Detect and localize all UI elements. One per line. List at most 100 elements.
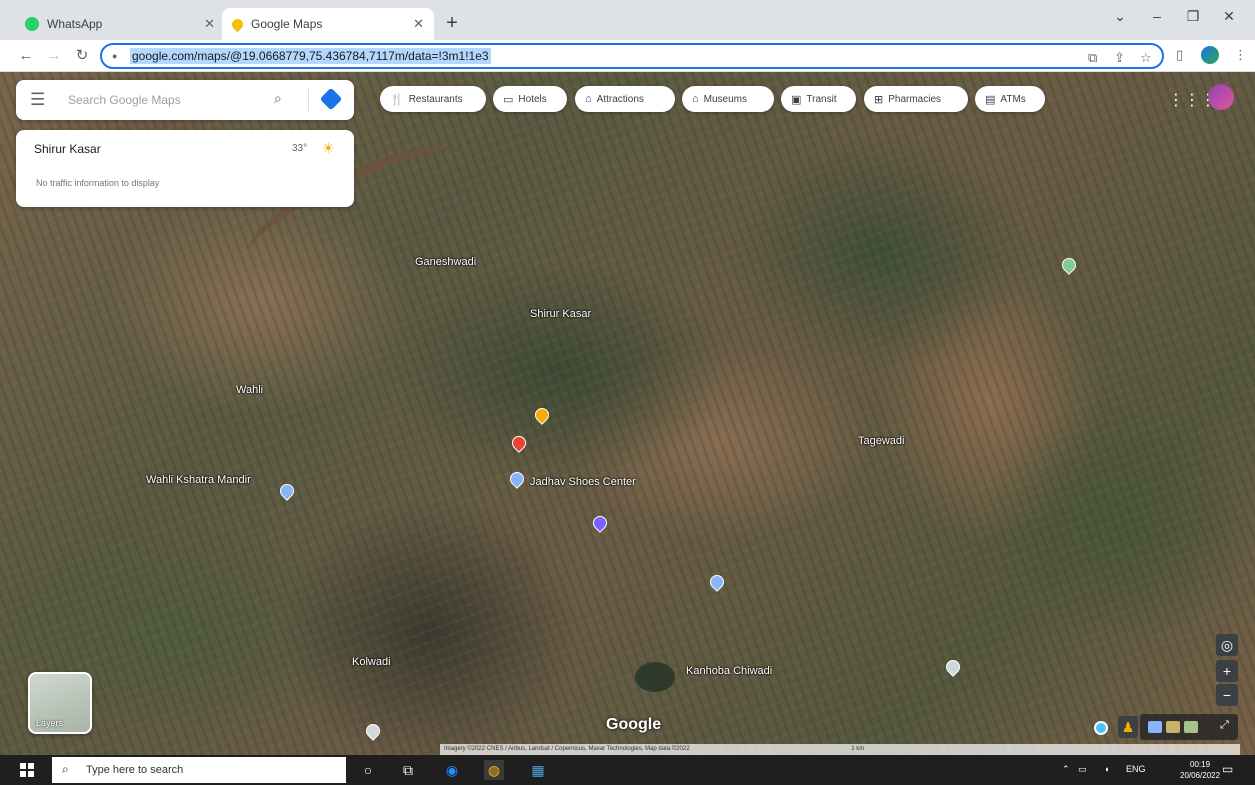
network-icon[interactable]: ▭ <box>1078 764 1087 774</box>
maps-search-box: ☰ ⌕ <box>16 80 354 120</box>
clock-time: 00:19 <box>1190 760 1211 769</box>
chrome-icon[interactable]: ◍ <box>484 760 504 780</box>
pegman-icon[interactable]: ♟ <box>1118 716 1138 738</box>
tab-search-chevron-icon[interactable]: ⌄ <box>1114 8 1126 24</box>
chip-label: Pharmacies <box>888 93 942 105</box>
map-pond <box>635 662 675 692</box>
share-icon[interactable]: ⇪ <box>1114 50 1125 65</box>
chip-label: Attractions <box>596 93 644 105</box>
account-avatar[interactable] <box>1208 84 1234 110</box>
side-panel-icon[interactable]: ▯ <box>1176 47 1184 62</box>
edge-icon[interactable]: ◉ <box>445 762 459 778</box>
chip-label: Restaurants <box>408 93 463 105</box>
chip-attractions[interactable]: ⌂Attractions <box>575 86 675 112</box>
attribution-text: Imagery ©2022 CNES / Airbus, Landsat / C… <box>444 746 690 752</box>
place-name[interactable]: Shirur Kasar <box>34 142 101 156</box>
word-icon[interactable]: ▦ <box>531 762 545 778</box>
maps-search-input[interactable] <box>68 90 268 110</box>
reload-icon[interactable]: ↻ <box>75 47 89 64</box>
weather-sun-icon: ☀ <box>322 140 335 156</box>
temperature: 33° <box>292 143 308 154</box>
layers-toggle[interactable]: Layers <box>28 672 92 734</box>
notifications-icon[interactable]: ▭ <box>1222 762 1234 776</box>
chip-transit[interactable]: ▣ Transit <box>781 86 856 112</box>
map-label[interactable]: Tagewadi <box>858 435 905 447</box>
windows-start-icon[interactable] <box>20 763 34 777</box>
browser-tab-bar: WhatsApp ✕ Google Maps ✕ + ⌄ – ❐ ✕ <box>0 0 1255 40</box>
map-label[interactable]: Kolwadi <box>352 656 391 668</box>
windows-taskbar: ⌕ Type here to search ○ ⧉ ◉ ◍ ▦ ⌃ ▭ ◖ EN… <box>0 755 1255 785</box>
layers-label: Layers <box>36 718 64 728</box>
transit-icon: ▣ <box>791 93 802 106</box>
scale-label[interactable]: 1 km <box>851 746 865 752</box>
map-label[interactable]: Ganeshwadi <box>415 256 477 268</box>
search-icon[interactable]: ⌕ <box>274 90 282 106</box>
cortana-icon[interactable]: ○ <box>363 762 373 778</box>
more-menu-icon[interactable]: ⋮ <box>1234 47 1247 62</box>
atm-icon: ▤ <box>985 93 996 106</box>
hamburger-menu-icon[interactable]: ☰ <box>30 90 46 109</box>
tab-google-maps[interactable]: Google Maps ✕ <box>222 8 434 40</box>
directions-icon[interactable] <box>319 87 343 111</box>
tab-whatsapp[interactable]: WhatsApp ✕ <box>15 8 225 40</box>
search-icon: ⌕ <box>62 762 69 776</box>
chip-label: Museums <box>703 93 748 105</box>
new-tab-button[interactable]: + <box>446 12 458 34</box>
taskbar-search-text: Type here to search <box>86 764 184 776</box>
back-arrow-icon[interactable]: ← <box>18 47 34 64</box>
bookmark-star-icon[interactable]: ☆ <box>1140 50 1152 65</box>
taskbar-search[interactable]: ⌕ Type here to search <box>52 757 346 783</box>
fork-knife-icon: 🍴 <box>390 93 404 106</box>
traffic-message: No traffic information to display <box>36 178 160 188</box>
tray-chevron-icon[interactable]: ⌃ <box>1062 764 1070 774</box>
chip-label: Transit <box>806 93 837 105</box>
clock-date: 20/06/2022 <box>1180 771 1221 780</box>
tab-title: WhatsApp <box>47 17 103 31</box>
expand-icon[interactable]: ⤢ <box>1220 719 1229 731</box>
tab-title: Google Maps <box>251 17 323 31</box>
map-type-strip[interactable]: ⤢ <box>1140 714 1238 740</box>
chip-museums[interactable]: ⌂ Museums <box>682 86 774 112</box>
task-view-icon[interactable]: ⧉ <box>403 762 413 778</box>
map-attribution: Imagery ©2022 CNES / Airbus, Landsat / C… <box>440 744 1240 755</box>
close-tab-icon[interactable]: ✕ <box>413 16 424 31</box>
my-location-icon[interactable]: ◎ <box>1216 634 1238 656</box>
close-tab-icon[interactable]: ✕ <box>204 16 215 31</box>
map-label[interactable]: Wahli <box>236 384 264 396</box>
map-label[interactable]: Jadhav Shoes Center <box>530 476 636 488</box>
pharmacy-icon: ⊞ <box>874 93 884 106</box>
close-window-icon[interactable]: ✕ <box>1223 8 1235 24</box>
google-apps-icon[interactable]: ⋮⋮⋮ <box>1168 92 1216 109</box>
divider <box>308 89 309 111</box>
browser-toolbar: ← → ↻ ● google.com/maps/@19.0668779,75.4… <box>0 40 1255 72</box>
address-url[interactable]: google.com/maps/@19.0668779,75.436784,71… <box>130 48 491 64</box>
museum-icon: ⌂ <box>692 93 699 105</box>
restore-icon[interactable]: ❐ <box>1186 8 1200 24</box>
forward-arrow-icon[interactable]: → <box>46 47 62 64</box>
minimize-icon[interactable]: – <box>1153 8 1161 24</box>
taskbar-clock[interactable]: 00:19 20/06/2022 <box>1180 759 1220 781</box>
zoom-out-button[interactable]: − <box>1216 684 1238 706</box>
chip-atms[interactable]: ▤ ATMs <box>975 86 1045 112</box>
map-label[interactable]: Kanhoba Chiwadi <box>686 665 773 677</box>
satellite-map[interactable]: ☰ ⌕ Shirur Kasar 33° ☀ No traffic inform… <box>0 72 1255 755</box>
location-dot-icon <box>1094 721 1108 735</box>
profile-avatar[interactable] <box>1201 46 1219 64</box>
google-logo: Google <box>606 716 662 733</box>
chip-label: ATMs <box>1000 93 1026 105</box>
maps-pin-favicon-icon <box>229 16 246 32</box>
chip-label: Hotels <box>518 93 547 105</box>
map-label[interactable]: Wahli Kshatra Mandir <box>146 474 251 486</box>
chip-pharmacies[interactable]: ⊞ Pharmacies <box>864 86 968 112</box>
address-bar[interactable]: ● google.com/maps/@19.0668779,75.436784,… <box>100 43 1164 69</box>
chip-restaurants[interactable]: 🍴 Restaurants <box>380 86 486 112</box>
chip-hotels[interactable]: ▭ Hotels <box>493 86 567 112</box>
volume-icon[interactable]: ◖ <box>1104 764 1110 774</box>
install-app-icon[interactable]: ⧉ <box>1088 50 1098 65</box>
bed-icon: ▭ <box>503 93 514 106</box>
language-indicator[interactable]: ENG <box>1126 764 1146 774</box>
map-label[interactable]: Shirur Kasar <box>530 308 592 320</box>
whatsapp-favicon-icon <box>25 17 39 31</box>
lock-icon: ● <box>112 51 118 61</box>
zoom-in-button[interactable]: + <box>1216 660 1238 682</box>
